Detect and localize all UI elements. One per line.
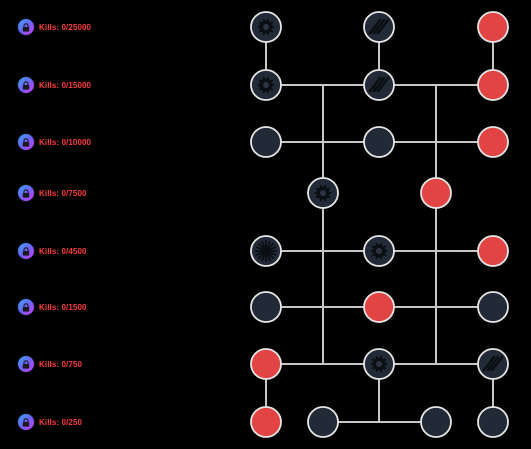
lock-icon bbox=[18, 19, 34, 35]
active-node-circle[interactable] bbox=[250, 348, 282, 380]
claw-icon bbox=[368, 76, 390, 93]
active-node-circle[interactable] bbox=[477, 11, 509, 43]
skill-node-t6-c[interactable] bbox=[477, 291, 509, 323]
lock-icon bbox=[18, 134, 34, 150]
spiked-orb-icon bbox=[257, 76, 275, 94]
tier-row: Kills: 0/10000 bbox=[18, 132, 91, 152]
skill-node-t2-a[interactable] bbox=[250, 69, 282, 101]
tier-row: Kills: 0/750 bbox=[18, 354, 82, 374]
skill-node-t8-d[interactable] bbox=[477, 406, 509, 438]
locked-node-circle[interactable] bbox=[477, 406, 509, 438]
locked-node-circle[interactable] bbox=[477, 291, 509, 323]
lock-icon bbox=[18, 414, 34, 430]
claw-icon bbox=[368, 18, 390, 35]
locked-node-circle[interactable] bbox=[363, 126, 395, 158]
locked-node-circle[interactable] bbox=[250, 291, 282, 323]
spike-burst-icon bbox=[255, 240, 277, 262]
active-node-circle[interactable] bbox=[363, 291, 395, 323]
tier-row: Kills: 0/25000 bbox=[18, 17, 91, 37]
tier-row: Kills: 0/250 bbox=[18, 412, 82, 432]
lock-icon bbox=[18, 77, 34, 93]
active-node-circle[interactable] bbox=[477, 126, 509, 158]
skill-node-t8-a[interactable] bbox=[250, 406, 282, 438]
kills-progress-label: Kills: 0/750 bbox=[39, 359, 83, 369]
skill-node-t7-b[interactable] bbox=[363, 348, 395, 380]
lock-icon bbox=[18, 185, 34, 201]
kills-progress-label: Kills: 0/15000 bbox=[39, 80, 92, 90]
lock-icon bbox=[18, 243, 34, 259]
kills-progress-label: Kills: 0/4500 bbox=[39, 246, 87, 256]
lock-icon bbox=[18, 299, 34, 315]
kills-progress-label: Kills: 0/7500 bbox=[39, 188, 87, 198]
skill-node-t8-c[interactable] bbox=[420, 406, 452, 438]
tier-row: Kills: 0/7500 bbox=[18, 183, 87, 203]
skill-node-t1-b[interactable] bbox=[363, 11, 395, 43]
skill-node-t8-b[interactable] bbox=[307, 406, 339, 438]
active-node-circle[interactable] bbox=[250, 406, 282, 438]
kills-progress-label: Kills: 0/250 bbox=[39, 417, 83, 427]
skill-node-t3-b[interactable] bbox=[363, 126, 395, 158]
tier-row: Kills: 0/1500 bbox=[18, 297, 87, 317]
skill-node-t3-a[interactable] bbox=[250, 126, 282, 158]
locked-node-circle[interactable] bbox=[420, 406, 452, 438]
tree-nodes bbox=[250, 11, 509, 438]
skill-node-t1-a[interactable] bbox=[250, 11, 282, 43]
skill-node-t4-a[interactable] bbox=[307, 177, 339, 209]
skill-node-t5-b[interactable] bbox=[363, 235, 395, 267]
tier-row: Kills: 0/4500 bbox=[18, 241, 87, 261]
spiked-orb-icon bbox=[370, 242, 388, 260]
skill-node-t5-c[interactable] bbox=[477, 235, 509, 267]
skill-node-t7-c[interactable] bbox=[477, 348, 509, 380]
claw-icon bbox=[482, 355, 504, 372]
active-node-circle[interactable] bbox=[420, 177, 452, 209]
lock-icon bbox=[18, 356, 34, 372]
skill-node-t1-c[interactable] bbox=[477, 11, 509, 43]
spiked-orb-icon bbox=[257, 18, 275, 36]
active-node-circle[interactable] bbox=[477, 69, 509, 101]
skill-node-t2-c[interactable] bbox=[477, 69, 509, 101]
active-node-circle[interactable] bbox=[477, 235, 509, 267]
kills-progress-label: Kills: 0/10000 bbox=[39, 137, 92, 147]
skill-node-t2-b[interactable] bbox=[363, 69, 395, 101]
locked-node-circle[interactable] bbox=[307, 406, 339, 438]
skill-node-t7-a[interactable] bbox=[250, 348, 282, 380]
spiked-orb-icon bbox=[370, 355, 388, 373]
spiked-orb-icon bbox=[314, 184, 332, 202]
skill-node-t4-b[interactable] bbox=[420, 177, 452, 209]
tier-row: Kills: 0/15000 bbox=[18, 75, 91, 95]
kills-progress-label: Kills: 0/25000 bbox=[39, 22, 92, 32]
skill-node-t6-a[interactable] bbox=[250, 291, 282, 323]
skill-node-t6-b[interactable] bbox=[363, 291, 395, 323]
locked-node-circle[interactable] bbox=[250, 126, 282, 158]
skill-node-t5-a[interactable] bbox=[250, 235, 282, 267]
kills-progress-label: Kills: 0/1500 bbox=[39, 302, 87, 312]
skill-node-t3-c[interactable] bbox=[477, 126, 509, 158]
